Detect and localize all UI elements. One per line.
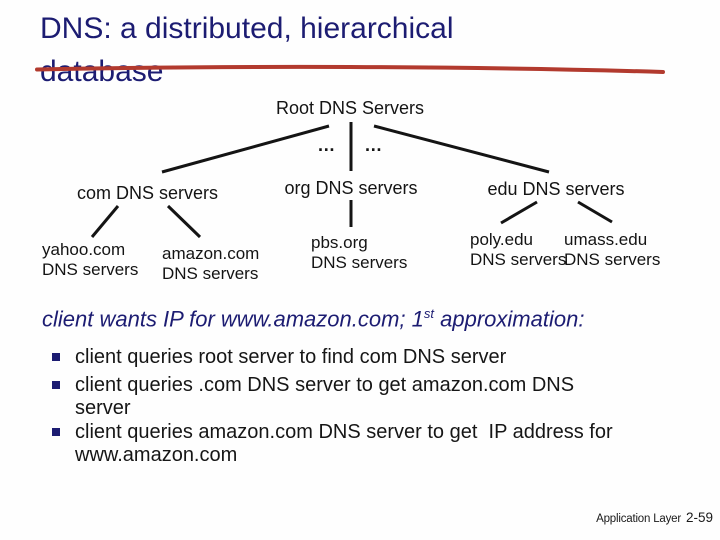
connector-root-com (161, 124, 330, 174)
root-dns-servers-label: Root DNS Servers (275, 98, 425, 118)
edu-dns-servers-label: edu DNS servers (487, 179, 625, 199)
strikethrough-line (35, 64, 665, 74)
footer-section-label: Application Layer (596, 513, 681, 525)
bullet-3-line1: client queries amazon.com DNS server to … (75, 421, 613, 443)
bullet-item-2: client queries .com DNS server to get am… (75, 374, 574, 420)
umass-edu-label: umass.edu DNS servers (564, 230, 660, 270)
bullet-item-3: client queries amazon.com DNS server to … (75, 421, 613, 467)
connector-edu-umass (577, 200, 613, 224)
com-dns-servers-label: com DNS servers (77, 183, 219, 203)
connector-com-yahoo (90, 205, 120, 238)
square-bullet-icon (52, 428, 60, 436)
bullet-1-line1: client queries root server to find com D… (75, 346, 507, 368)
org-dns-servers-label: org DNS servers (284, 178, 418, 198)
intro-pre: client wants IP for www.amazon.com; 1 (42, 306, 424, 332)
footer-page-number: 2-59 (685, 510, 713, 525)
umass-edu-line1: umass.edu (564, 230, 648, 249)
square-bullet-icon (52, 381, 60, 389)
page-title-line1: DNS: a distributed, hierarchical (40, 12, 454, 45)
bullet-2-line1: client queries .com DNS server to get am… (75, 374, 575, 396)
connector-com-amazon (166, 204, 202, 239)
pbs-org-line2: DNS servers (311, 253, 408, 272)
page-title-line2: database (40, 55, 164, 88)
pbs-org-line1: pbs.org (311, 233, 368, 252)
bullet-2-line2: server (75, 397, 131, 419)
connector-root-edu (373, 124, 550, 174)
amazon-com-label: amazon.com DNS servers (162, 244, 259, 284)
amazon-com-line1: amazon.com (162, 244, 260, 263)
square-bullet-icon (52, 353, 60, 361)
intro-line: client wants IP for www.amazon.com; 1st … (42, 306, 584, 332)
page-title: DNS: a distributed, hierarchical databas… (40, 7, 454, 93)
yahoo-com-line1: yahoo.com (42, 240, 126, 259)
bullet-item-1: client queries root server to find com D… (75, 346, 506, 369)
ellipsis-right: … (364, 135, 384, 155)
poly-edu-line1: poly.edu (470, 230, 534, 249)
poly-edu-label: poly.edu DNS servers (470, 230, 566, 270)
connector-edu-poly (500, 200, 538, 225)
amazon-com-line2: DNS servers (162, 264, 259, 283)
bullet-3-line2: www.amazon.com (75, 444, 238, 466)
pbs-org-label: pbs.org DNS servers (311, 233, 407, 273)
intro-post: approximation: (434, 306, 585, 332)
yahoo-com-line2: DNS servers (42, 260, 139, 279)
yahoo-com-label: yahoo.com DNS servers (42, 240, 138, 280)
poly-edu-line2: DNS servers (470, 250, 567, 269)
umass-edu-line2: DNS servers (564, 250, 661, 269)
footer: Application Layer 2-59 (596, 510, 713, 525)
intro-superscript: st (423, 306, 435, 321)
ellipsis-left: … (317, 135, 337, 155)
